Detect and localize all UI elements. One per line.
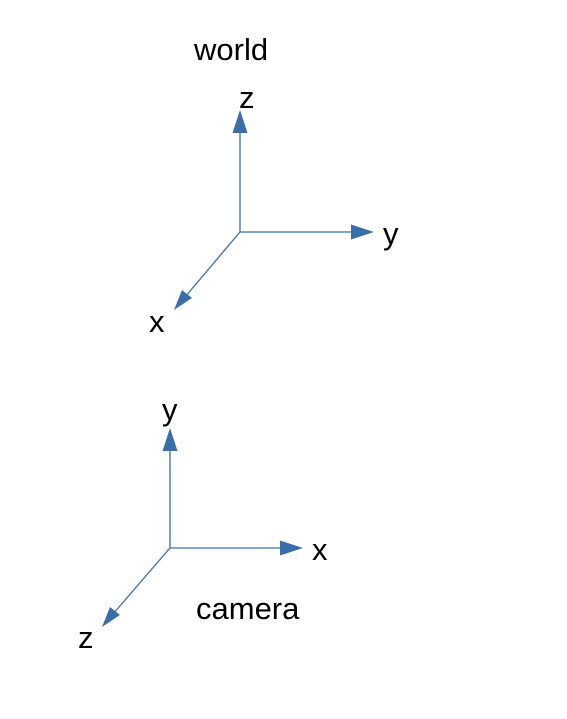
camera-z-axis	[102, 547, 171, 627]
world-x-axis-label: x	[149, 304, 165, 339]
world-z-axis-label: z	[239, 80, 255, 115]
camera-y-axis-label: y	[162, 392, 178, 427]
world-x-axis	[174, 231, 241, 310]
camera-z-axis-line	[112, 547, 171, 615]
world-frame: world z y x	[149, 32, 399, 339]
world-y-axis	[240, 224, 374, 240]
world-y-arrowhead-icon	[351, 224, 374, 240]
camera-z-arrowhead-icon	[102, 607, 120, 627]
camera-x-arrowhead-icon	[280, 540, 303, 556]
camera-frame: y x z camera	[78, 392, 328, 655]
world-z-arrowhead-icon	[232, 110, 248, 133]
world-frame-title: world	[193, 32, 268, 67]
world-x-axis-line	[184, 231, 241, 298]
camera-frame-title: camera	[196, 591, 300, 626]
camera-y-axis	[162, 428, 178, 548]
world-z-axis	[232, 110, 248, 232]
camera-x-axis-label: x	[312, 532, 328, 567]
world-y-axis-label: y	[383, 216, 399, 251]
camera-x-axis	[170, 540, 303, 556]
camera-y-arrowhead-icon	[162, 428, 178, 451]
camera-z-axis-label: z	[78, 620, 94, 655]
world-x-arrowhead-icon	[174, 290, 192, 310]
